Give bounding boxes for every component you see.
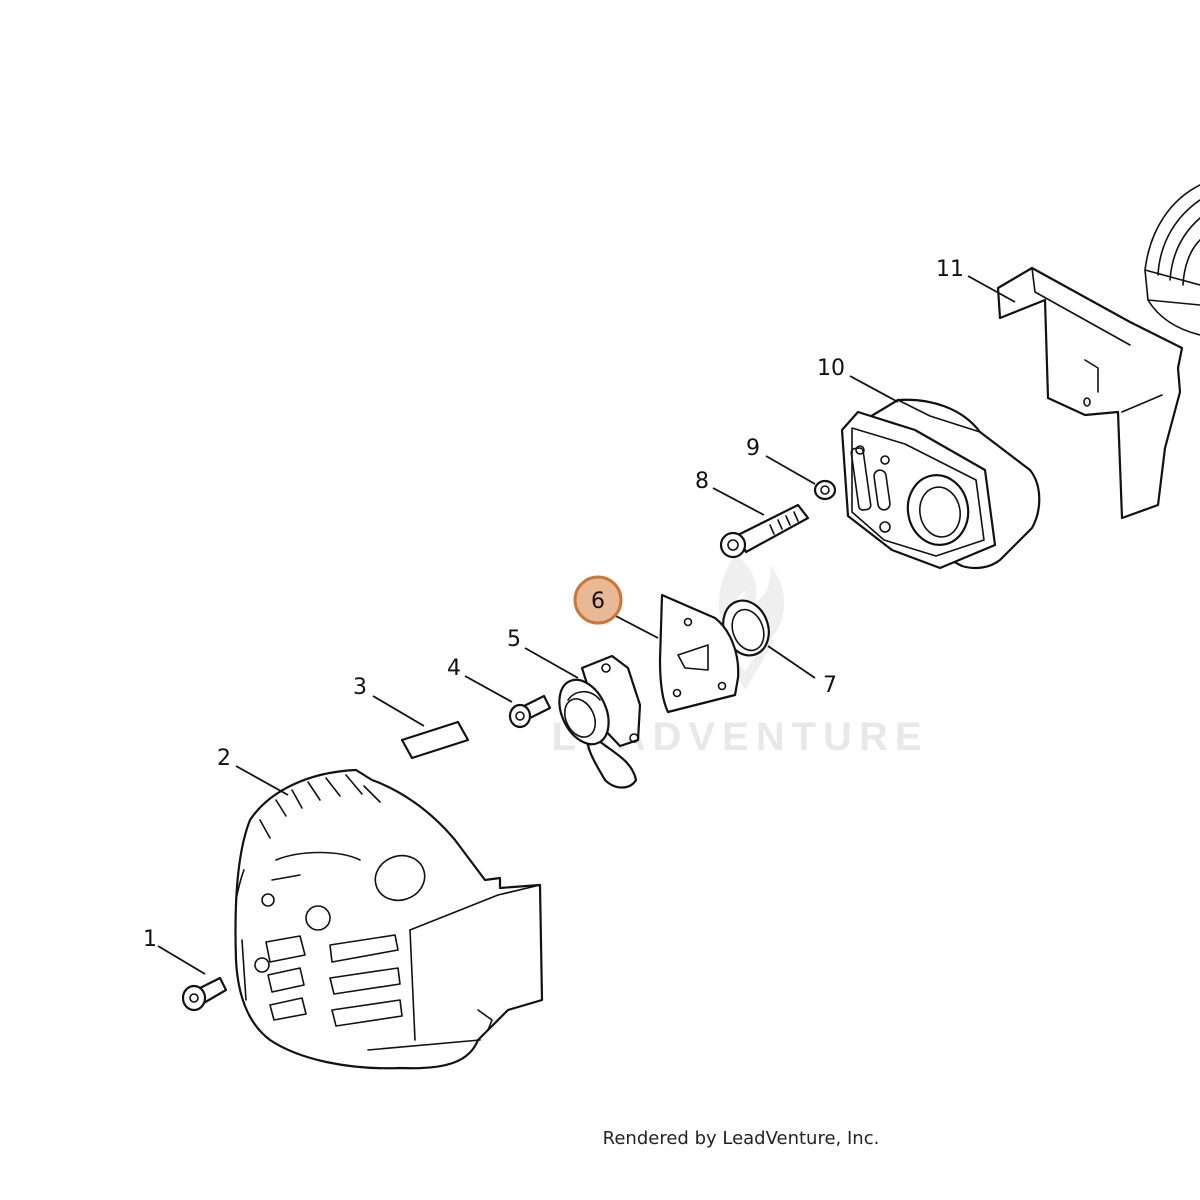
- part-3-label[interactable]: [400, 720, 470, 760]
- callout-9[interactable]: 9: [746, 436, 760, 461]
- leader-lines: [157, 275, 1016, 975]
- part-2-muffler-cover[interactable]: [234, 768, 544, 1070]
- callout-6[interactable]: 6: [591, 589, 605, 614]
- callout-2[interactable]: 2: [217, 746, 231, 771]
- part-1-bolt[interactable]: [181, 976, 228, 1012]
- part-8-bolt[interactable]: [719, 503, 810, 559]
- callout-1[interactable]: 1: [143, 927, 157, 952]
- part-6-gasket[interactable]: [658, 593, 740, 714]
- part-9-washer[interactable]: [813, 479, 837, 501]
- engine-cylinder-fins: [1144, 184, 1200, 336]
- callout-4[interactable]: 4: [447, 656, 461, 681]
- callout-labels: 11 10 9 8 6 7 5 4 3 2 1: [143, 257, 964, 952]
- render-credit: Rendered by LeadVenture, Inc.: [603, 1128, 880, 1149]
- callout-3[interactable]: 3: [353, 675, 367, 700]
- callout-6-highlight: [573, 575, 623, 625]
- callout-11[interactable]: 11: [936, 257, 964, 282]
- callout-7[interactable]: 7: [823, 673, 837, 698]
- callout-8[interactable]: 8: [695, 469, 709, 494]
- callout-5[interactable]: 5: [507, 627, 521, 652]
- part-10-muffler-body[interactable]: [840, 398, 1041, 570]
- part-4-bolt[interactable]: [508, 694, 552, 729]
- callout-10[interactable]: 10: [817, 356, 845, 381]
- part-11-heat-shield[interactable]: [996, 266, 1184, 520]
- part-5-exhaust-pipe[interactable]: [550, 654, 642, 789]
